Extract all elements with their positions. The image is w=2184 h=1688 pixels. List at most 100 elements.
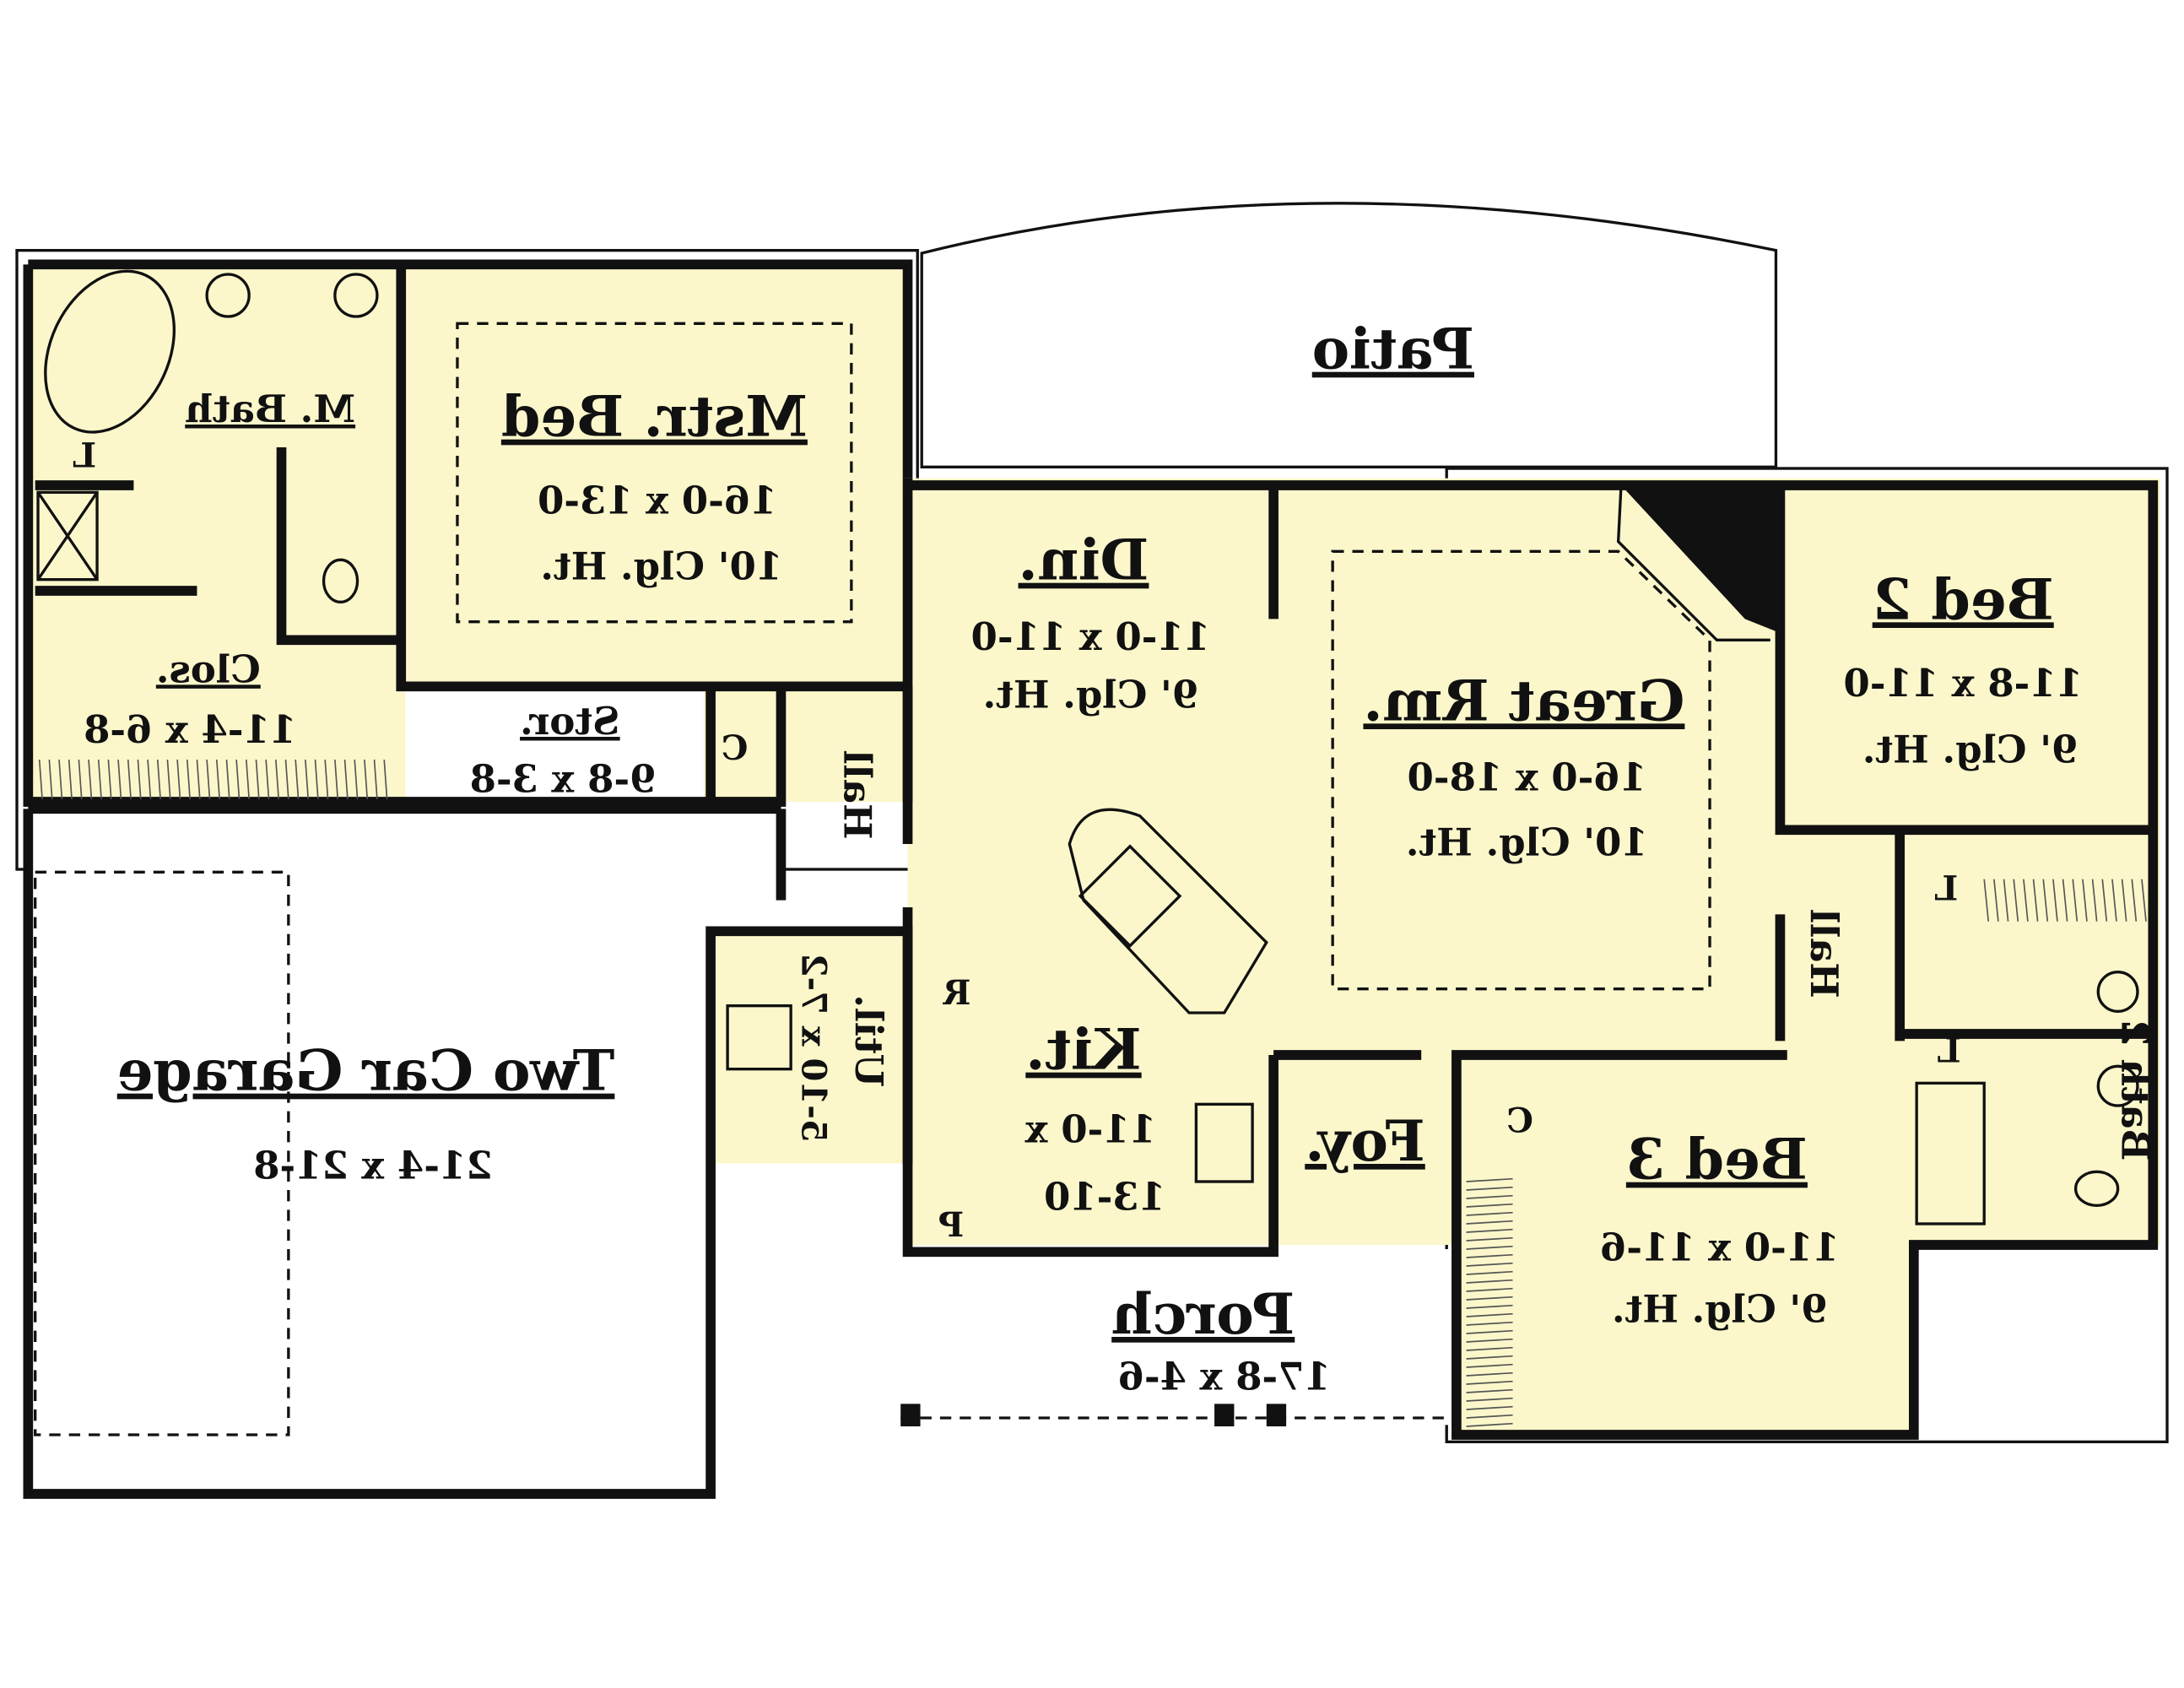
shelf-hatch bbox=[275, 759, 280, 799]
shelf-hatch bbox=[295, 759, 300, 799]
shelf-hatch bbox=[156, 759, 161, 799]
shelf-hatch bbox=[235, 759, 241, 799]
kitchen-size-line1: 11-0 x bbox=[1024, 1106, 1156, 1151]
washer-icon bbox=[726, 1004, 792, 1071]
shelf-hatch bbox=[38, 759, 43, 799]
shelf-hatch bbox=[2062, 879, 2068, 922]
shelf-hatch bbox=[127, 759, 132, 799]
shelf-hatch bbox=[245, 759, 250, 799]
shelf-hatch bbox=[1466, 1363, 1513, 1368]
fireplace-hearth bbox=[1616, 484, 1770, 641]
shelf-hatch bbox=[1466, 1262, 1513, 1267]
shelf-hatch bbox=[1466, 1211, 1513, 1216]
dining-label: Din. bbox=[1019, 527, 1149, 593]
closet-label: Clos. bbox=[156, 647, 261, 691]
shelf-hatch bbox=[265, 759, 270, 799]
shelf-hatch bbox=[2003, 879, 2009, 922]
shelf-hatch bbox=[1466, 1346, 1513, 1351]
shelf-hatch bbox=[78, 759, 83, 799]
shelf-hatch bbox=[225, 759, 230, 799]
utility-fill bbox=[711, 931, 908, 1164]
shelf-hatch bbox=[343, 759, 349, 799]
shelf-hatch bbox=[1466, 1270, 1513, 1275]
bed3-ceiling: 9' Clg. Ht. bbox=[1612, 1287, 1828, 1332]
toilet-icon bbox=[322, 558, 359, 603]
shelf-hatch bbox=[1466, 1287, 1513, 1292]
shelf-hatch bbox=[1466, 1355, 1513, 1360]
shelf-hatch bbox=[324, 759, 329, 799]
central-walls bbox=[902, 478, 2159, 1440]
dining-ceiling: 9' Clg. Ht. bbox=[983, 672, 1199, 717]
shelf-hatch bbox=[88, 759, 93, 799]
great-room-tray-ceiling bbox=[1331, 549, 1711, 991]
shelf-hatch bbox=[383, 759, 388, 799]
shower-drain-icon bbox=[36, 491, 99, 581]
shelf-hatch bbox=[1466, 1422, 1513, 1427]
closet-size: 11-4 x 6-8 bbox=[84, 707, 296, 752]
shelf-hatch bbox=[1466, 1177, 1513, 1182]
storage-fill bbox=[405, 689, 704, 799]
shelf-hatch bbox=[166, 759, 171, 799]
fireplace bbox=[1620, 485, 1781, 633]
shelf-hatch bbox=[2121, 879, 2127, 922]
shelf-hatch bbox=[2023, 879, 2029, 922]
shelf-hatch bbox=[364, 759, 369, 799]
shelf-hatch bbox=[206, 759, 211, 799]
shelf-hatch bbox=[97, 759, 102, 799]
shelf-hatch bbox=[2111, 879, 2117, 922]
bath2-tub-icon bbox=[1915, 1081, 1986, 1225]
range-icon bbox=[1194, 1102, 1254, 1183]
storage-label: Stor. bbox=[520, 699, 620, 744]
master-bath-label: M. Bath bbox=[185, 387, 355, 431]
shelf-hatch bbox=[2052, 879, 2058, 922]
master-bath-linen-label: L bbox=[73, 436, 96, 475]
shelf-hatch bbox=[1466, 1279, 1513, 1284]
shelf-hatch bbox=[196, 759, 201, 799]
master-bed-ceiling: 10' Clg. Ht. bbox=[540, 544, 782, 589]
shelf-hatch bbox=[2032, 879, 2039, 922]
shelf-hatch bbox=[1466, 1388, 1513, 1393]
patio-area bbox=[920, 202, 1778, 468]
utility-size: 5-10 x 7-2 bbox=[793, 954, 833, 1143]
shelf-hatch bbox=[1466, 1228, 1513, 1233]
shelf-hatch bbox=[2013, 879, 2019, 922]
garage-fill bbox=[28, 809, 781, 1498]
shelf-hatch bbox=[1466, 1321, 1513, 1326]
shelf-hatch bbox=[176, 759, 181, 799]
refrigerator-label: R bbox=[943, 973, 971, 1013]
great-room-size: 16-0 x 18-0 bbox=[1408, 755, 1646, 800]
master-bed-label: Mstr. Bed bbox=[501, 383, 808, 450]
coat-closet-label: C bbox=[722, 728, 749, 768]
shelf-hatch bbox=[314, 759, 319, 799]
shelf-hatch bbox=[1983, 879, 1990, 922]
bathtub-icon bbox=[44, 269, 176, 434]
bed2-size: 11-8 x 11-0 bbox=[1843, 661, 2082, 706]
dining-size: 11-0 x 11-0 bbox=[971, 614, 1210, 659]
foyer-label: Foy. bbox=[1305, 1107, 1425, 1174]
shelf-hatch bbox=[2131, 879, 2138, 922]
shelf-hatch bbox=[1466, 1312, 1513, 1317]
shelf-hatch bbox=[1466, 1194, 1513, 1199]
shelf-hatch bbox=[2082, 879, 2088, 922]
garage-dashed-door bbox=[34, 870, 290, 1436]
porch-column bbox=[900, 1404, 921, 1426]
shelf-hatch bbox=[147, 759, 152, 799]
shelf-hatch bbox=[373, 759, 378, 799]
garage-label: Two Car Garage bbox=[117, 1037, 615, 1104]
bath2-label: Bath 2 bbox=[2113, 1020, 2158, 1161]
shelf-hatch bbox=[2091, 879, 2098, 922]
shelf-hatch bbox=[354, 759, 359, 799]
shelf-hatch bbox=[1466, 1220, 1513, 1225]
bed2-label: Bed 2 bbox=[1873, 565, 2054, 632]
sink-icon bbox=[2096, 971, 2139, 1013]
shelf-hatch bbox=[1466, 1405, 1513, 1410]
sink-icon bbox=[2096, 1064, 2139, 1107]
bath2-linen-label: L bbox=[1937, 1031, 1960, 1070]
porch-column bbox=[1266, 1404, 1287, 1426]
shelf-hatch bbox=[137, 759, 142, 799]
shelf-hatch bbox=[2101, 879, 2108, 922]
toilet-icon bbox=[2073, 1170, 2120, 1208]
shelf-hatch bbox=[48, 759, 53, 799]
master-bed-size: 16-0 x 13-0 bbox=[538, 478, 776, 522]
shelf-hatch bbox=[107, 759, 112, 799]
